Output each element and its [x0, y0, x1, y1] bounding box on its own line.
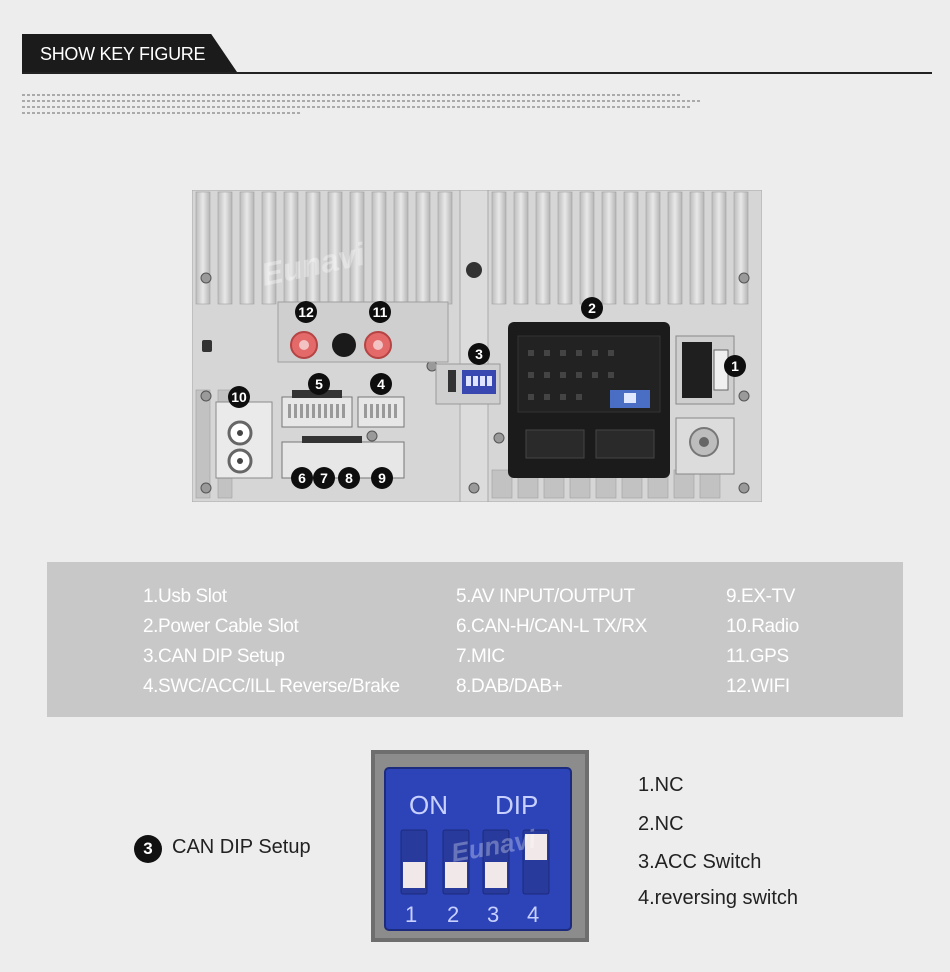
callout-4: 4 — [370, 373, 392, 395]
callout-10: 10 — [228, 386, 250, 408]
dip-switch-photo: ON DIP 1 2 3 4 Eunavi — [371, 750, 589, 942]
legend-item: 9.EX-TV — [726, 586, 795, 607]
legend-item: 7.MIC — [456, 646, 505, 667]
dip-dip-text: DIP — [495, 790, 538, 820]
dip-number-1: 1 — [405, 902, 417, 927]
dip-badge: 3 — [134, 835, 162, 863]
legend-item: 5.AV INPUT/OUTPUT — [456, 586, 635, 607]
dip-item: 4.reversing switch — [638, 887, 799, 909]
fine-print-lines — [22, 94, 702, 118]
header-bar — [22, 34, 237, 72]
dip-on-text: ON — [409, 790, 448, 820]
dip-item: 2.NC — [638, 813, 684, 835]
legend-item: 4.SWC/ACC/ILL Reverse/Brake — [143, 676, 400, 697]
header-divider — [22, 72, 932, 74]
callout-6: 6 — [291, 467, 313, 489]
callout-8: 8 — [338, 467, 360, 489]
legend-item: 2.Power Cable Slot — [143, 616, 299, 637]
dip-item: 1.NC — [638, 774, 684, 796]
callout-5: 5 — [308, 373, 330, 395]
legend-item: 3.CAN DIP Setup — [143, 646, 285, 667]
legend-item: 1.Usb Slot — [143, 586, 227, 607]
callout-11: 11 — [369, 301, 391, 323]
legend-item: 12.WIFI — [726, 676, 790, 697]
dip-switch-drawing: ON DIP 1 2 3 4 Eunavi — [371, 750, 589, 942]
legend-item: 10.Radio — [726, 616, 799, 637]
legend-item: 8.DAB/DAB+ — [456, 676, 563, 697]
dip-label: CAN DIP Setup — [172, 836, 311, 858]
callout-9: 9 — [371, 467, 393, 489]
dip-number-2: 2 — [447, 902, 459, 927]
legend-item: 6.CAN-H/CAN-L TX/RX — [456, 616, 647, 637]
dip-number-4: 4 — [527, 902, 539, 927]
legend-item: 11.GPS — [726, 646, 789, 667]
callout-2: 2 — [581, 297, 603, 319]
callout-12: 12 — [295, 301, 317, 323]
callout-1: 1 — [724, 355, 746, 377]
callout-3: 3 — [468, 343, 490, 365]
device-rear-panel: Eunavi 1 2 3 4 5 6 7 8 9 10 11 12 — [192, 190, 762, 502]
dip-item: 3.ACC Switch — [638, 851, 762, 873]
legend-panel: 1.Usb Slot 2.Power Cable Slot 3.CAN DIP … — [47, 562, 903, 717]
dip-number-3: 3 — [487, 902, 499, 927]
page-title: SHOW KEY FIGURE — [40, 44, 206, 64]
callout-7: 7 — [313, 467, 335, 489]
